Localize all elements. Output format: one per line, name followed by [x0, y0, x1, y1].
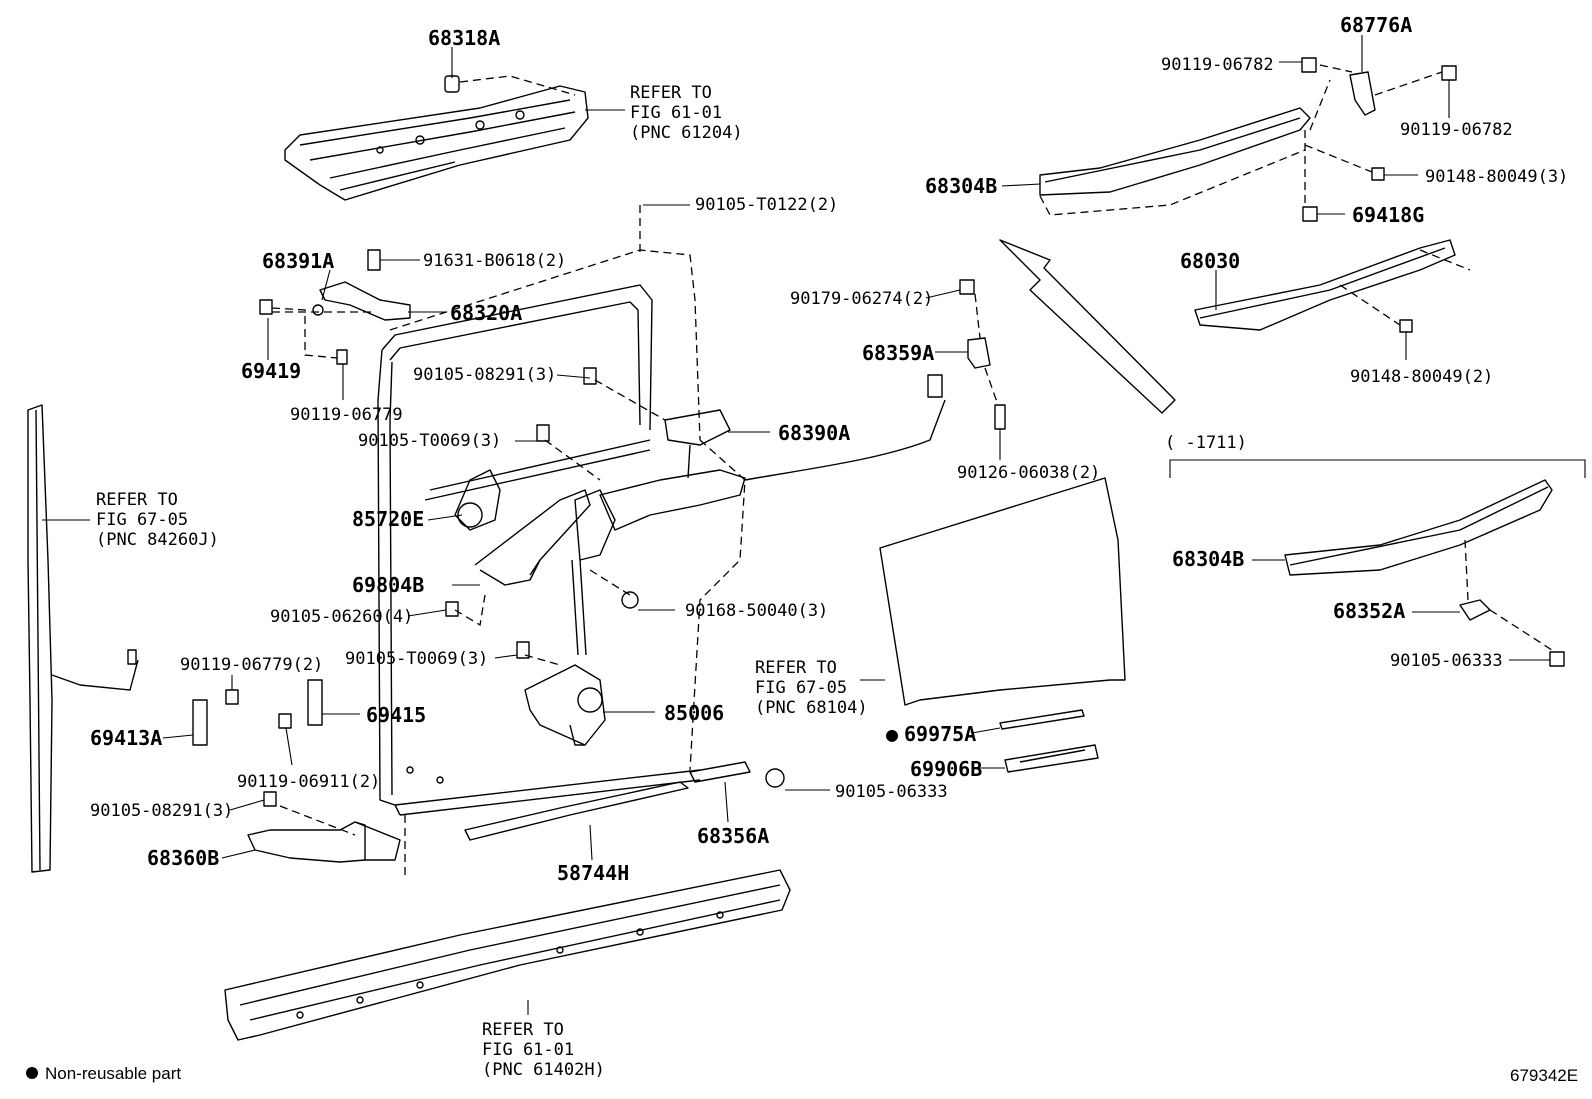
lower-rocker-drawing — [224, 869, 791, 1041]
label-68390A: 68390A — [778, 421, 850, 445]
label-68304B-lower: 68304B — [1172, 547, 1244, 571]
label-69418G: 69418G — [1352, 203, 1424, 227]
glass-guide-drawing — [959, 279, 1006, 430]
left-weatherstrip-drawing — [27, 404, 139, 873]
ref-84260-line2: FIG 67-05 — [96, 510, 188, 530]
label-69975A: 69975A — [904, 722, 976, 746]
label-85720E: 85720E — [352, 507, 424, 531]
motor-drawing — [524, 664, 606, 746]
label-90105-08291-lower: 90105-08291(3) — [90, 801, 233, 821]
label-68352A: 68352A — [1333, 599, 1405, 623]
ref-68104-line3: (PNC 68104) — [755, 698, 868, 718]
ref-84260-line1: REFER TO — [96, 490, 178, 510]
small-brackets-drawing — [192, 679, 323, 746]
legend-bullet-icon — [26, 1067, 38, 1079]
non-reusable-marker: ● — [886, 722, 898, 746]
label-90105-T0122: 90105-T0122(2) — [695, 195, 838, 215]
label-90119-06911: 90119-06911(2) — [237, 772, 380, 792]
callout-labels: 68318A REFER TO FIG 61-01 (PNC 61204) 90… — [90, 13, 1568, 1080]
label-90148-80049-3: 90148-80049(3) — [1425, 167, 1568, 187]
label-68360B: 68360B — [147, 846, 219, 870]
label-69415: 69415 — [366, 703, 426, 727]
label-91631-B0618: 91631-B0618(2) — [423, 251, 566, 271]
trim-strip-drawing — [464, 761, 785, 841]
label-68391A: 68391A — [262, 249, 334, 273]
label-68318A: 68318A — [428, 26, 500, 50]
ref-61204-line3: (PNC 61204) — [630, 123, 743, 143]
label-90105-08291-upper: 90105-08291(3) — [413, 365, 556, 385]
figure-id: 679342E — [1510, 1066, 1578, 1085]
label-90105-T0069-lower: 90105-T0069(3) — [345, 649, 488, 669]
label-58744H: 58744H — [557, 861, 629, 885]
label-85006: 85006 — [664, 701, 724, 725]
upper-panel-drawing — [284, 75, 589, 201]
direction-arrow — [999, 239, 1176, 414]
label-90105-06333-door: 90105-06333 — [835, 782, 948, 802]
label-69804B: 69804B — [352, 573, 424, 597]
label-90105-06260: 90105-06260(4) — [270, 607, 413, 627]
label-69906B: 69906B — [910, 757, 982, 781]
window-regulator-drawing — [445, 367, 946, 666]
label-90119-06779: 90119-06779 — [290, 405, 403, 425]
label-90105-06333-rail: 90105-06333 — [1390, 651, 1503, 671]
label-90119-06782-left: 90119-06782 — [1161, 55, 1274, 75]
footer: Non-reusable part 679342E — [26, 1064, 1578, 1085]
lower-hinge-drawing — [247, 791, 401, 863]
upper-hinge-drawing — [259, 249, 411, 365]
ref-68104-line2: FIG 67-05 — [755, 678, 847, 698]
ref-61204-line2: FIG 61-01 — [630, 103, 722, 123]
label-68356A: 68356A — [697, 824, 769, 848]
label-68304B-upper: 68304B — [925, 174, 997, 198]
label-68776A: 68776A — [1340, 13, 1412, 37]
door-glass-drawing — [879, 477, 1126, 773]
ref-61402-line1: REFER TO — [482, 1020, 564, 1040]
label-90179-06274: 90179-06274(2) — [790, 289, 933, 309]
upper-rail-drawing — [1039, 57, 1457, 222]
ref-61204-line1: REFER TO — [630, 83, 712, 103]
label-68320A: 68320A — [450, 301, 522, 325]
range-note: ( -1711) — [1165, 433, 1247, 453]
legend-text: Non-reusable part — [45, 1064, 181, 1083]
range-bracket — [1169, 459, 1586, 478]
lower-rail-drawing — [1284, 479, 1565, 667]
ref-61402-line2: FIG 61-01 — [482, 1040, 574, 1060]
label-90148-80049-2: 90148-80049(2) — [1350, 367, 1493, 387]
label-68359A: 68359A — [862, 341, 934, 365]
label-90126-06038: 90126-06038(2) — [957, 463, 1100, 483]
label-68030: 68030 — [1180, 249, 1240, 273]
ref-61402-line3: (PNC 61402H) — [482, 1060, 605, 1080]
door-frame-drawing — [377, 205, 746, 880]
leader-lines — [42, 35, 1550, 1015]
label-90119-06782-right: 90119-06782 — [1400, 120, 1513, 140]
label-90119-06779-2: 90119-06779(2) — [180, 655, 323, 675]
label-90105-T0069-upper: 90105-T0069(3) — [358, 431, 501, 451]
ref-84260-line3: (PNC 84260J) — [96, 530, 219, 550]
label-90168-50040: 90168-50040(3) — [685, 601, 828, 621]
ref-68104-line1: REFER TO — [755, 658, 837, 678]
label-69413A: 69413A — [90, 726, 162, 750]
label-69419: 69419 — [241, 359, 301, 383]
